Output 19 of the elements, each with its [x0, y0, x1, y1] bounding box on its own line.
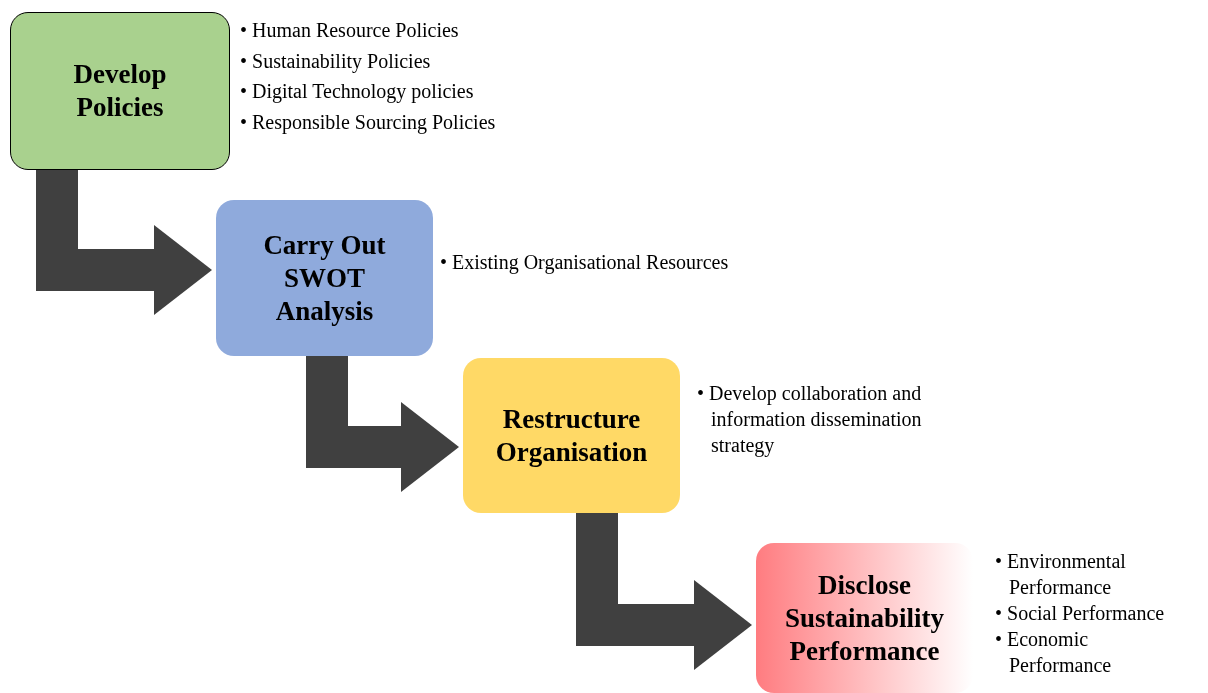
bullet-item: • Social Performance: [995, 601, 1166, 626]
bullet-item: • Sustainability Policies: [240, 48, 432, 75]
step-title: Develop Policies: [72, 58, 168, 124]
bent-arrow: [576, 513, 752, 670]
bullet-item: • Responsible Sourcing Policies: [240, 109, 497, 136]
bullet-item: • Economic Performance: [995, 627, 1113, 678]
bent-arrow: [306, 356, 459, 492]
bent-arrow: [36, 170, 212, 315]
process-box: [216, 200, 433, 356]
bullet-item: • Develop collaboration and information dissemination strategy: [697, 381, 923, 458]
process-box: [463, 358, 680, 513]
bullet-item: • Human Resource Policies: [240, 18, 460, 43]
step-title: Disclose Sustainability Performance: [783, 568, 946, 668]
bullet-item: • Environmental Performance: [995, 549, 1127, 600]
step-title: Carry Out SWOT Analysis: [262, 228, 387, 328]
bullet-item: • Digital Technology policies: [240, 79, 475, 105]
step-title: Restructure Organisation: [494, 402, 649, 469]
process-box: [10, 12, 230, 170]
bullet-item: • Existing Organisational Resources: [440, 250, 730, 276]
